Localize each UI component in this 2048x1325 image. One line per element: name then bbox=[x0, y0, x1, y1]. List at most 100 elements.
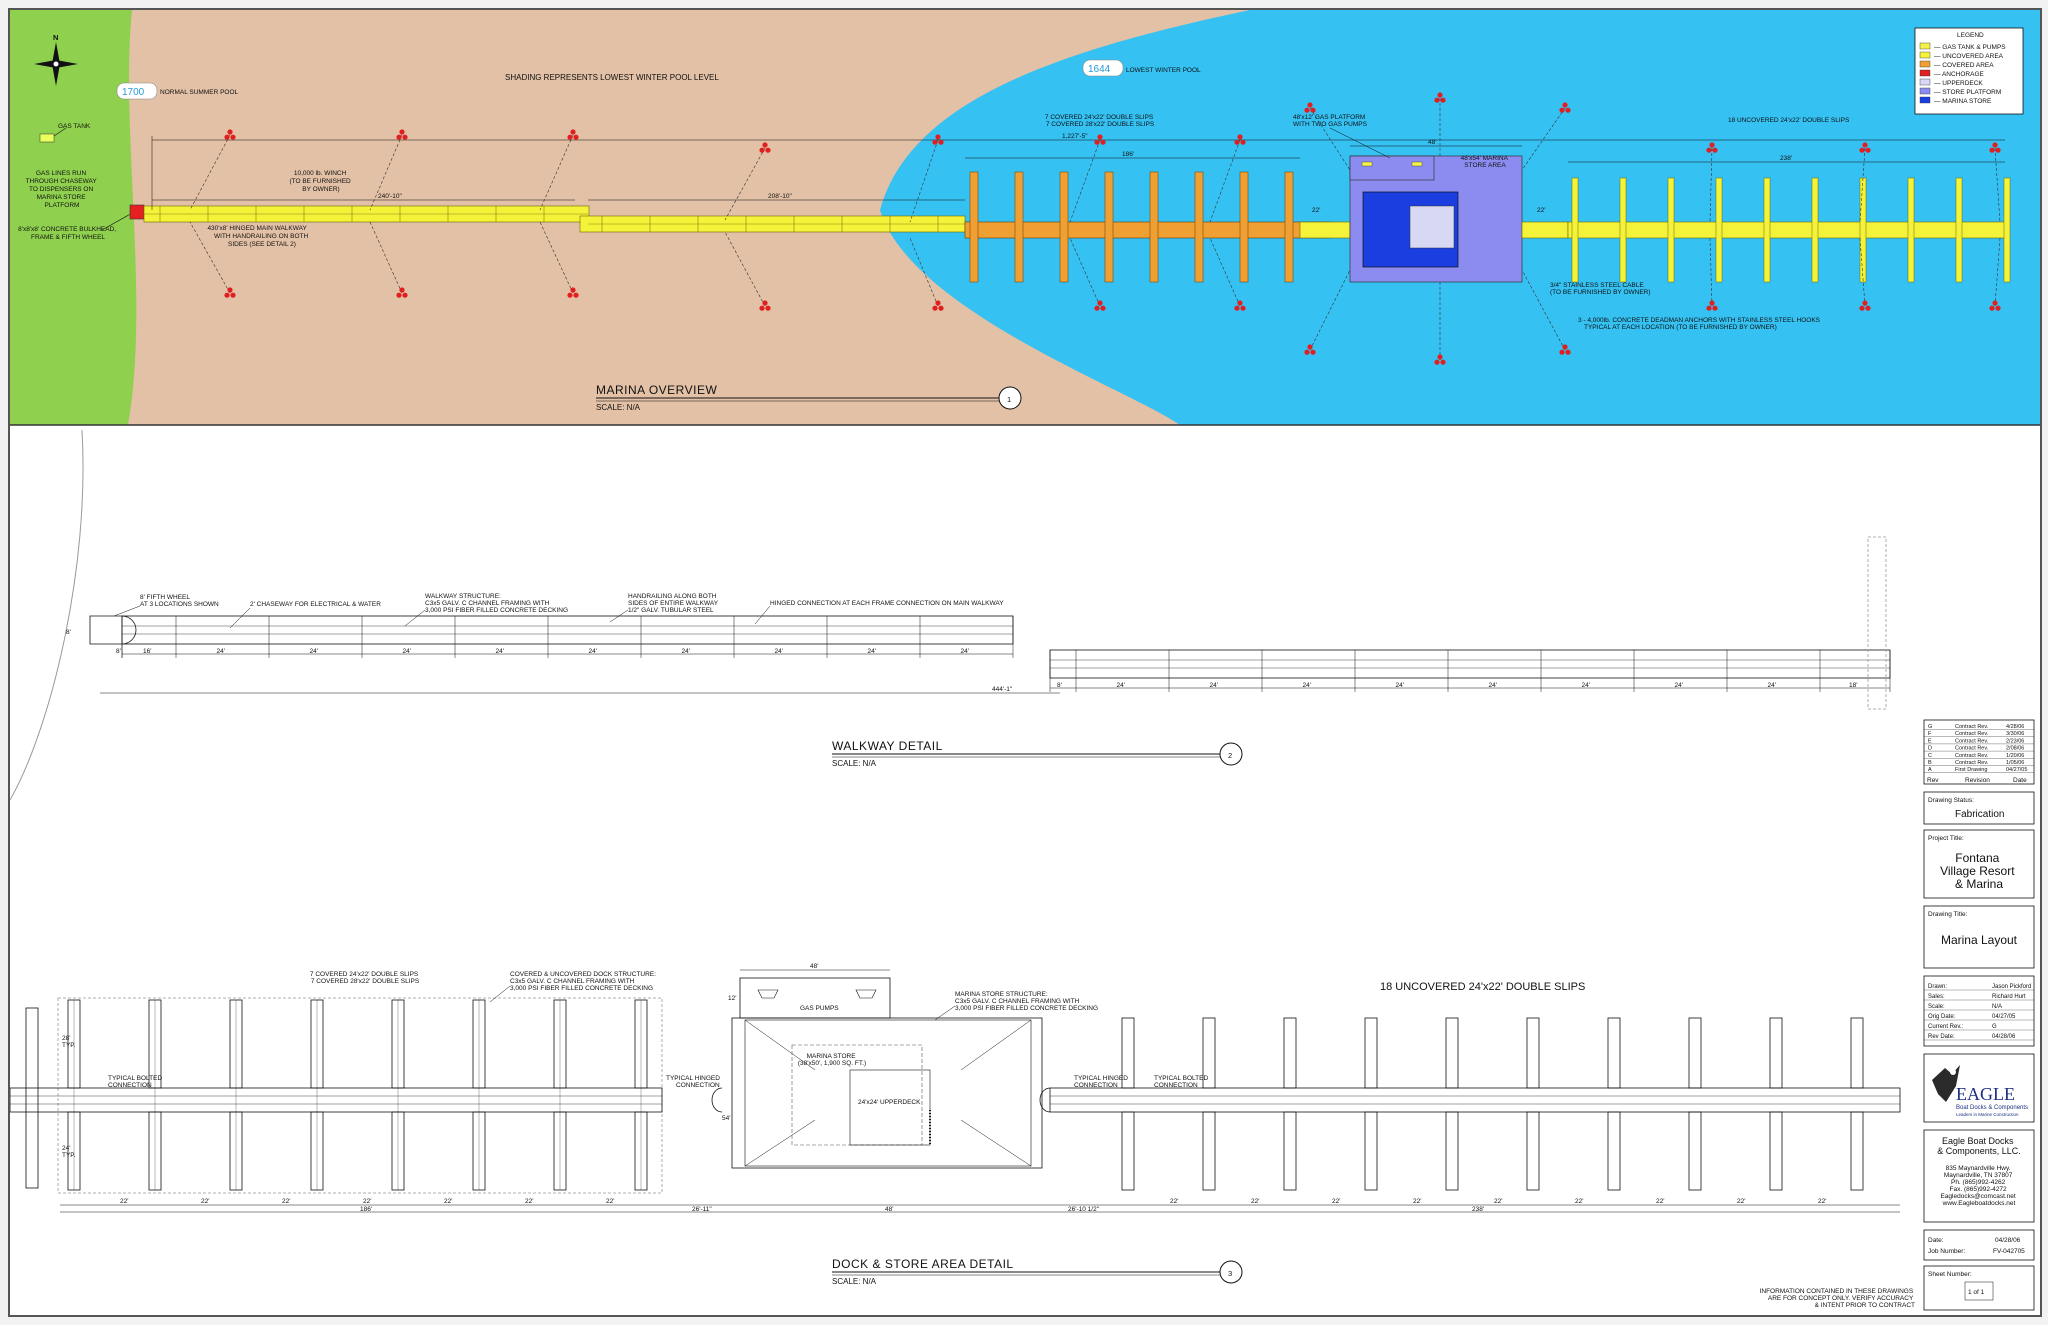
bulkhead-anchor bbox=[129, 204, 145, 220]
dim-238-detail: 238' bbox=[1472, 1206, 1484, 1213]
anchor-cable bbox=[1859, 237, 1866, 307]
anchor-cable bbox=[189, 221, 231, 294]
anchor-point-icon bbox=[567, 287, 579, 298]
anchor-point-icon bbox=[567, 129, 579, 140]
dock-main-walk bbox=[10, 1087, 663, 1113]
revision-table bbox=[1923, 719, 2035, 785]
dim-store-54: 54' bbox=[722, 1115, 730, 1122]
typ-bolted-right: TYPICAL BOLTED CONNECTION bbox=[1154, 1075, 1210, 1089]
anchor-point-icon bbox=[1304, 102, 1316, 113]
anchor-cable bbox=[909, 139, 939, 223]
uncovered-finger-upper bbox=[1283, 1017, 1297, 1089]
logo-text: EAGLE bbox=[1956, 1084, 2015, 1104]
covered-slips-note: 7 COVERED 24'x22' DOUBLE SLIPS 7 COVERED… bbox=[1045, 114, 1155, 128]
info-value: G bbox=[1992, 1024, 1997, 1030]
uncovered-slip-finger bbox=[1859, 177, 1867, 283]
anchor-cable bbox=[189, 134, 231, 211]
revision-date: 3/30/06 bbox=[2006, 731, 2024, 737]
detail-number-3 bbox=[1219, 1260, 1243, 1284]
marina-store-label: MARINA STORE (38'x50', 1,900 SQ. FT.) bbox=[798, 1053, 866, 1067]
anchor-point-icon bbox=[396, 129, 408, 140]
segment-length: 24' bbox=[310, 648, 318, 655]
segment-length: 24' bbox=[1303, 682, 1311, 689]
walkway-detail-panel: 8'16'24'24'24'24'24'24'24'24'24' 8'24'24… bbox=[66, 536, 1891, 768]
info-value: Jason Pickford bbox=[1992, 984, 2031, 990]
company-box bbox=[1923, 1129, 2035, 1223]
info-key: Rev Date: bbox=[1928, 1034, 1955, 1040]
revision-date: 4/28/06 bbox=[2006, 724, 2024, 730]
gas-platform-note: 48'x12' GAS PLATFORM WITH TWO GAS PUMPS bbox=[1293, 114, 1368, 128]
revision-letter: B bbox=[1928, 760, 1932, 766]
walkway-end-frame bbox=[1867, 536, 1887, 710]
segment-length: 24' bbox=[1117, 682, 1125, 689]
anchor-cable bbox=[1521, 269, 1566, 351]
info-value: 04/27/05 bbox=[1992, 1014, 2016, 1020]
segment-length: 24' bbox=[961, 648, 969, 655]
anchor-point-icon bbox=[759, 300, 771, 311]
walkway-segments-b: 8'24'24'24'24'24'24'24'24'18' bbox=[1049, 649, 1891, 692]
legend-item: — GAS TANK & PUMPS bbox=[1934, 44, 2006, 51]
slip-gap-dim: 22' bbox=[1494, 1198, 1502, 1205]
hinge-left bbox=[711, 1087, 723, 1113]
uncovered-slip-finger bbox=[1955, 177, 1963, 283]
anchor-point-icon bbox=[1434, 354, 1446, 365]
fifth-wheel-cap bbox=[89, 615, 137, 645]
anchor-point-icon bbox=[1094, 134, 1106, 145]
anchor-cable bbox=[1309, 107, 1351, 171]
uncovered-finger-lower bbox=[1607, 1111, 1621, 1191]
slip-gap-dim: 22' bbox=[1818, 1198, 1826, 1205]
slip-gap-dim: 22' bbox=[606, 1198, 614, 1205]
revision-desc: Contract Rev. bbox=[1955, 724, 1989, 730]
anchor-point-icon bbox=[1234, 300, 1246, 311]
uncovered-slip-finger bbox=[1571, 177, 1579, 283]
typ-bolted-left: TYPICAL BOLTED CONNECTION bbox=[108, 1075, 164, 1089]
gas-tank bbox=[39, 133, 55, 143]
anchor-point-icon bbox=[1859, 142, 1871, 153]
drawing-info-box bbox=[1923, 975, 2035, 1047]
segment-length: 24' bbox=[1768, 682, 1776, 689]
info-value: N/A bbox=[1992, 1004, 2002, 1010]
legend-swatch bbox=[1919, 42, 1931, 50]
segment-length: 24' bbox=[403, 648, 411, 655]
info-key: Drawn: bbox=[1928, 984, 1947, 990]
uncovered-slips-detail-title: 18 UNCOVERED 24'x22' DOUBLE SLIPS bbox=[1380, 981, 1585, 993]
slip-gap-dim: 22' bbox=[1332, 1198, 1340, 1205]
overview-title: MARINA OVERVIEW bbox=[596, 383, 717, 397]
uncovered-slip-finger bbox=[1811, 177, 1819, 283]
hinged-note: HINGED CONNECTION AT EACH FRAME CONNECTI… bbox=[770, 600, 1004, 607]
anchor-point-icon bbox=[759, 142, 771, 153]
detail-number-1 bbox=[998, 386, 1022, 410]
north-arrow-icon: N bbox=[34, 33, 78, 86]
legend-item: — UNCOVERED AREA bbox=[1934, 53, 2004, 60]
dim-186-detail: 186' bbox=[360, 1206, 372, 1213]
segment-length: 24' bbox=[217, 648, 225, 655]
legend-swatch bbox=[1919, 69, 1931, 77]
typ-hinged-right: TYPICAL HINGED CONNECTION bbox=[1074, 1075, 1130, 1089]
store-structure-note: MARINA STORE STRUCTURE: C3x5 GALV. C CHA… bbox=[955, 991, 1098, 1012]
upperdeck bbox=[1409, 205, 1455, 249]
walkway-detail-scale: SCALE: N/A bbox=[832, 759, 877, 768]
marina-overview-panel: N SHADING REPRESENTS LOWEST WINTER POOL … bbox=[10, 10, 2040, 426]
covered-slip-finger bbox=[1284, 171, 1294, 283]
anchor-point-icon bbox=[1559, 344, 1571, 355]
covered-slip-fingers bbox=[969, 171, 1294, 283]
covered-slip-finger bbox=[1014, 171, 1024, 283]
revision-desc: Contract Rev. bbox=[1955, 731, 1989, 737]
dim-48: 48' bbox=[1428, 139, 1436, 146]
segment-length: 24' bbox=[1396, 682, 1404, 689]
svg-text:N: N bbox=[53, 33, 58, 42]
revision-letter: F bbox=[1928, 731, 1932, 737]
uncovered-finger-upper bbox=[1121, 1017, 1135, 1089]
drawing-title-label: Drawing Title: bbox=[1928, 911, 1968, 918]
lower-margin-curve bbox=[10, 429, 84, 801]
segment-length: 8' bbox=[1057, 682, 1062, 689]
walkway-segments-a: 8'16'24'24'24'24'24'24'24'24'24' bbox=[116, 615, 1014, 658]
slip-gap-dim: 22' bbox=[1251, 1198, 1259, 1205]
drawing-title: Marina Layout bbox=[1941, 933, 2018, 947]
store-platform-outline bbox=[731, 1017, 1043, 1169]
slip-gap-dim: 22' bbox=[282, 1198, 290, 1205]
rev-header-rev: Rev bbox=[1927, 777, 1939, 784]
legend-item: — STORE PLATFORM bbox=[1934, 89, 2001, 96]
uncovered-finger-upper bbox=[1202, 1017, 1216, 1089]
anchor-cable bbox=[539, 221, 574, 294]
